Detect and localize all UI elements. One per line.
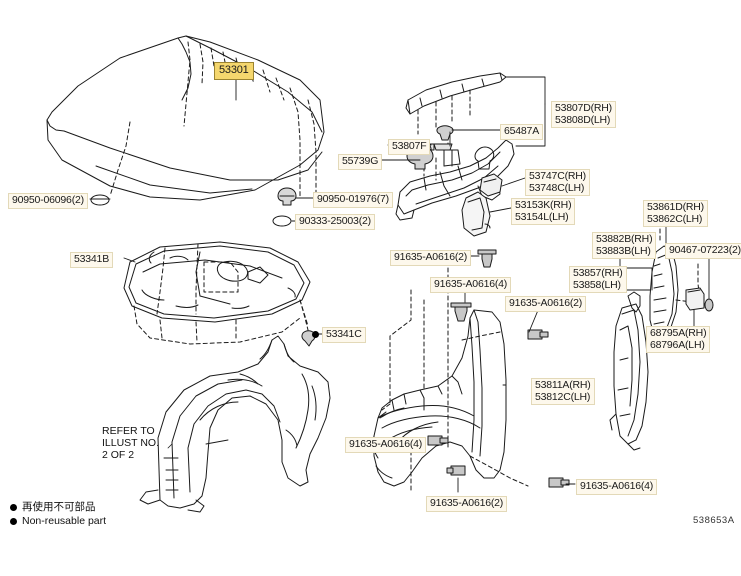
hood-insulator-outline <box>123 241 311 323</box>
legend-row-english: Non-reusable part <box>10 514 106 528</box>
fender-seal-part <box>461 191 491 237</box>
refer-to-illust-note: REFER TO ILLUST NO. 2 OF 2 <box>102 425 159 461</box>
label-90467-07223[interactable]: 90467-07223(2) <box>665 243 741 259</box>
label-53807D-53808D[interactable]: 53807D(RH) 53808D(LH) <box>551 101 616 128</box>
label-91635-A0616-top-left-4[interactable]: 91635-A0616(4) <box>430 277 512 293</box>
label-53861D-53862C[interactable]: 53861D(RH) 53862C(LH) <box>643 200 708 227</box>
label-91635-A0616-top-left-2[interactable]: 91635-A0616(2) <box>390 250 472 266</box>
front-fender-outline <box>372 309 507 487</box>
diagram-corner-code: 538653A <box>693 515 735 526</box>
non-reusable-dot-53341c <box>312 331 319 338</box>
label-90950-01976[interactable]: 90950-01976(7) <box>313 192 393 208</box>
legend-english-text: Non-reusable part <box>22 515 107 527</box>
label-53811A-53812C[interactable]: 53811A(RH) 53812C(LH) <box>531 378 595 405</box>
cowl-end-seal-part <box>479 173 503 197</box>
fender-liner-outline <box>139 335 331 513</box>
fender-support-outline <box>609 291 649 451</box>
label-91635-A0616-lower-right-4[interactable]: 91635-A0616(4) <box>576 479 658 495</box>
label-53747C-53748C[interactable]: 53747C(RH) 53748C(LH) <box>525 169 590 196</box>
hood-leader-lines <box>109 41 317 199</box>
clip-90467-part <box>704 298 714 312</box>
label-53857-53858[interactable]: 53857(RH) 53858(LH) <box>569 266 627 293</box>
cowl-top-seal-outline <box>405 72 507 115</box>
label-90950-06096[interactable]: 90950-06096(2) <box>8 193 88 209</box>
label-55739G[interactable]: 55739G <box>338 154 383 170</box>
label-91635-A0616-bottom-2[interactable]: 91635-A0616(2) <box>426 496 508 512</box>
label-53882B-53883B[interactable]: 53882B(RH) 53883B(LH) <box>592 232 657 259</box>
label-90333-25003[interactable]: 90333-25003(2) <box>295 214 375 230</box>
cowl-seal-dashed <box>417 89 471 135</box>
label-91635-A0616-mid-2[interactable]: 91635-A0616(2) <box>505 296 587 312</box>
label-53341B[interactable]: 53341B <box>70 252 114 268</box>
label-68795A-68796A[interactable]: 68795A(RH) 68796A(LH) <box>646 326 711 353</box>
label-53341C[interactable]: 53341C <box>322 327 366 343</box>
label-91635-A0616-lower-left-4[interactable]: 91635-A0616(4) <box>345 437 427 453</box>
label-53153K-53154L[interactable]: 53153K(RH) 53154L(LH) <box>511 198 576 225</box>
label-hood-53301[interactable]: 53301 <box>214 62 254 80</box>
pad-68795-part <box>685 287 705 311</box>
legend-non-reusable: 再使用不可部品 Non-reusable part <box>10 500 106 528</box>
label-53807F[interactable]: 53807F <box>388 139 431 155</box>
label-65487A[interactable]: 65487A <box>500 124 544 140</box>
bullet-dot-icon <box>10 503 17 511</box>
hood-cushion-parts <box>90 187 297 227</box>
legend-japanese-text: 再使用不可部品 <box>22 501 96 513</box>
hood-outline <box>46 35 325 201</box>
bullet-dot-icon <box>10 517 17 525</box>
insulator-dashed <box>133 243 309 345</box>
legend-row-japanese: 再使用不可部品 <box>10 500 106 514</box>
